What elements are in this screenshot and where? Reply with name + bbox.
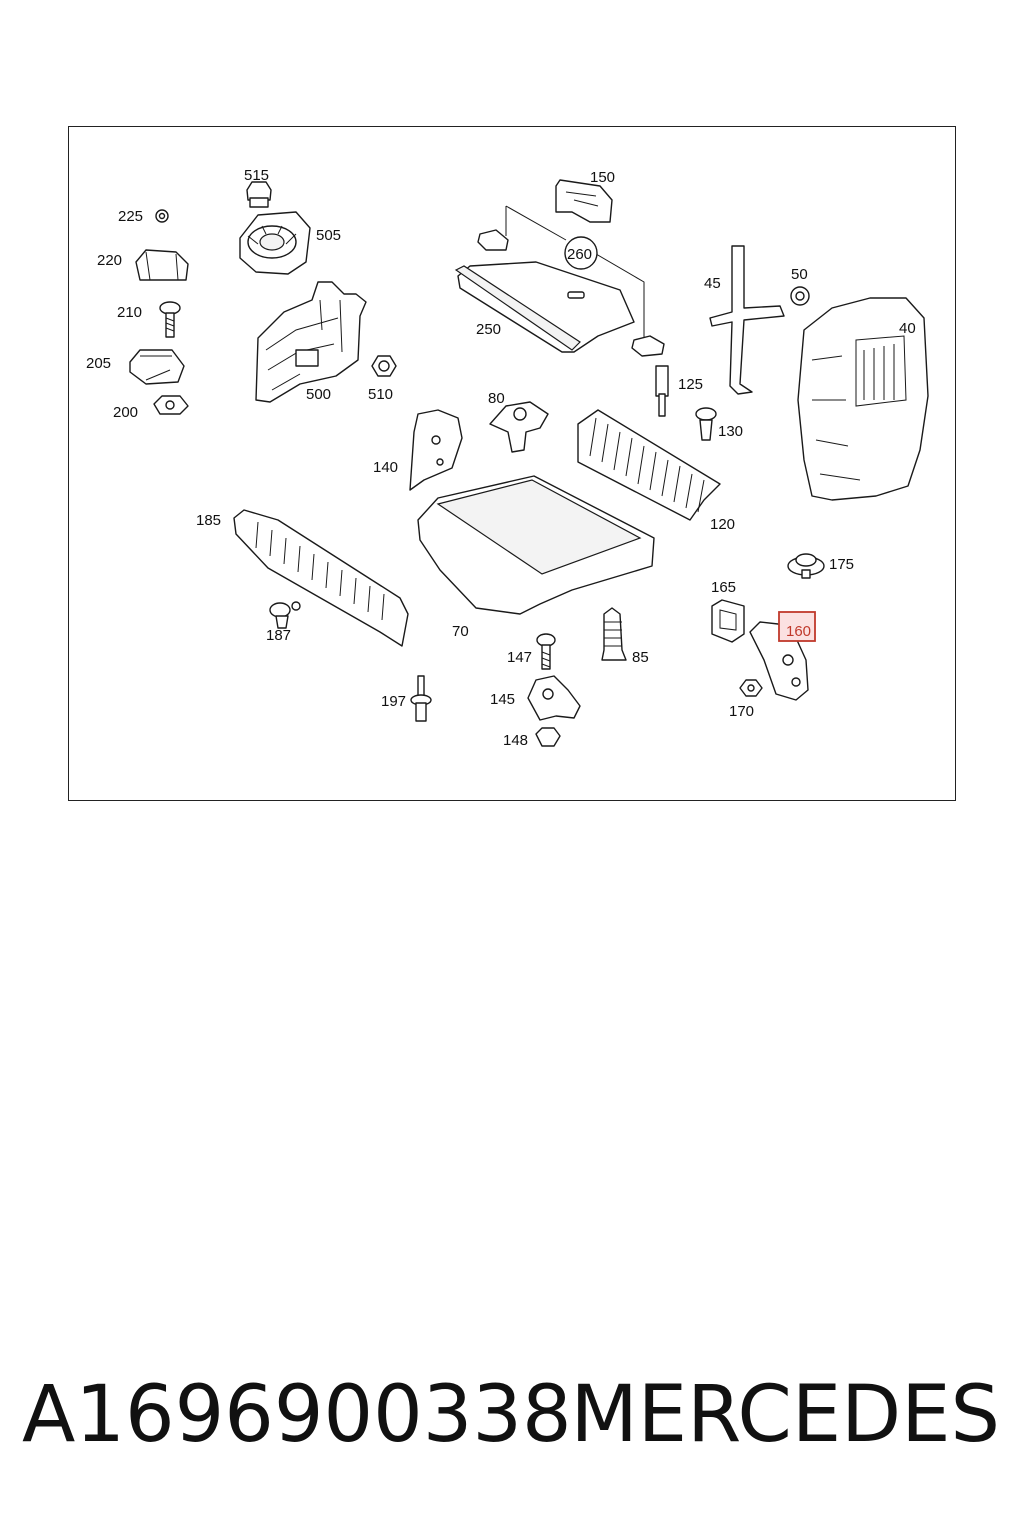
part-250[interactable] [454,261,635,353]
part-200[interactable] [153,395,189,415]
label-40: 40 [899,320,916,337]
label-165: 165 [711,579,736,596]
label-515: 515 [244,167,269,184]
diagram-frame [68,126,956,801]
brand-name: MERCEDES [570,1370,1001,1460]
label-175: 175 [829,556,854,573]
label-170: 170 [729,703,754,720]
label-80: 80 [488,390,505,407]
label-147: 147 [507,649,532,666]
part-number: A1696900338 [22,1370,572,1460]
part-500[interactable] [255,281,367,403]
label-510: 510 [368,386,393,403]
label-120: 120 [710,516,735,533]
label-125: 125 [678,376,703,393]
part-85[interactable] [601,607,627,661]
label-200: 200 [113,404,138,421]
part-120[interactable] [577,409,721,521]
label-185: 185 [196,512,221,529]
part-220[interactable] [135,249,189,281]
label-160: 160 [786,623,811,640]
part-185[interactable] [233,509,409,647]
part-148[interactable] [535,727,561,747]
highlight-box [778,611,816,642]
label-505: 505 [316,227,341,244]
part-70[interactable] [417,475,655,615]
part-205[interactable] [129,349,185,385]
label-140: 140 [373,459,398,476]
label-260: 260 [567,246,592,263]
label-150: 150 [590,169,615,186]
part-170[interactable] [739,679,763,697]
part-260-left-bracket[interactable] [477,229,509,251]
label-220: 220 [97,252,122,269]
label-130: 130 [718,423,743,440]
footer: A1696900338 MERCEDES [0,1370,1024,1470]
part-40[interactable] [797,297,929,501]
part-140[interactable] [409,409,463,491]
part-187[interactable] [269,601,301,629]
part-210[interactable] [159,301,181,338]
part-505[interactable] [239,211,311,275]
part-225[interactable] [155,209,169,223]
label-45: 45 [704,275,721,292]
part-165[interactable] [711,599,745,643]
label-197: 197 [381,693,406,710]
part-147[interactable] [536,633,556,670]
label-225: 225 [118,208,143,225]
label-250: 250 [476,321,501,338]
part-160[interactable] [749,611,816,701]
part-130[interactable] [695,407,717,441]
label-85: 85 [632,649,649,666]
label-500: 500 [306,386,331,403]
group-260 [505,205,645,342]
label-210: 210 [117,304,142,321]
label-205: 205 [86,355,111,372]
part-80[interactable] [489,401,549,453]
part-260-right-bracket[interactable] [631,335,665,357]
part-125[interactable] [655,365,669,417]
part-45[interactable] [709,245,785,395]
label-70: 70 [452,623,469,640]
part-515[interactable] [246,181,272,208]
label-50: 50 [791,266,808,283]
part-197[interactable] [410,675,432,722]
part-510[interactable] [371,355,397,377]
label-187: 187 [266,627,291,644]
label-145: 145 [490,691,515,708]
part-50[interactable] [790,286,810,306]
part-175[interactable] [787,553,825,579]
label-148: 148 [503,732,528,749]
part-145[interactable] [527,675,581,721]
part-150[interactable] [555,179,613,223]
